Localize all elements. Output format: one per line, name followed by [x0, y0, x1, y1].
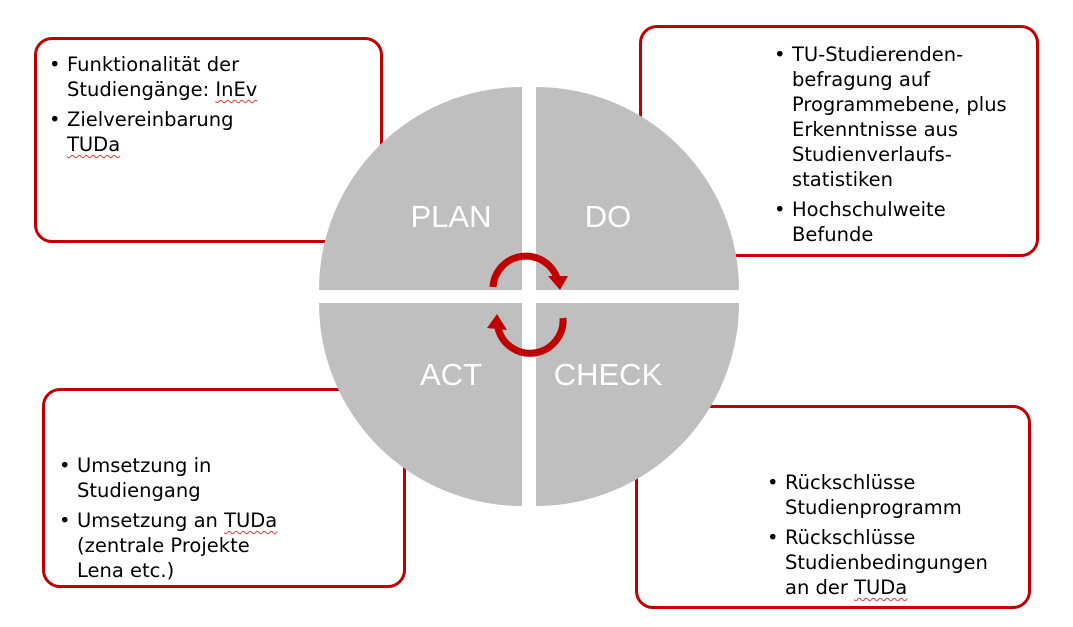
do-quadrant	[536, 87, 739, 290]
cycle-arrowhead-top	[548, 276, 568, 290]
plan-bullet-2: Zielvereinbarung TUDa	[45, 107, 370, 157]
plan-label: PLAN	[411, 199, 492, 234]
check-bullet-1: Rückschlüsse Studienprogramm	[763, 470, 1018, 520]
act-label: ACT	[420, 357, 482, 392]
cycle-arrow-top	[489, 252, 561, 288]
act-bullet-1: Umsetzung in Studiengang	[55, 453, 393, 503]
do-label: DO	[585, 199, 632, 234]
check-label: CHECK	[554, 357, 663, 392]
check-quadrant	[536, 303, 739, 506]
act-quadrant	[319, 303, 522, 506]
plan-quadrant	[319, 87, 522, 290]
act-textbox: Umsetzung in Studiengang Umsetzung an TU…	[42, 388, 406, 588]
act-bullet-2: Umsetzung an TUDa (zentrale Projekte Len…	[55, 508, 393, 583]
check-bullet-2: Rückschlüsse Studienbedingungen an der T…	[763, 525, 1018, 600]
do-bullet-1: TU-Studierenden- befragung auf Programme…	[770, 42, 1026, 192]
check-textbox: Rückschlüsse Studienprogramm Rückschlüss…	[635, 405, 1031, 609]
do-bullet-2: Hochschulweite Befunde	[770, 197, 1026, 247]
plan-textbox: Funktionalität der Studiengänge: InEv Zi…	[34, 37, 383, 243]
cycle-arrowhead-bottom	[487, 314, 507, 330]
cycle-arrow-bottom	[494, 317, 567, 357]
plan-bullet-1: Funktionalität der Studiengänge: InEv	[45, 52, 370, 102]
